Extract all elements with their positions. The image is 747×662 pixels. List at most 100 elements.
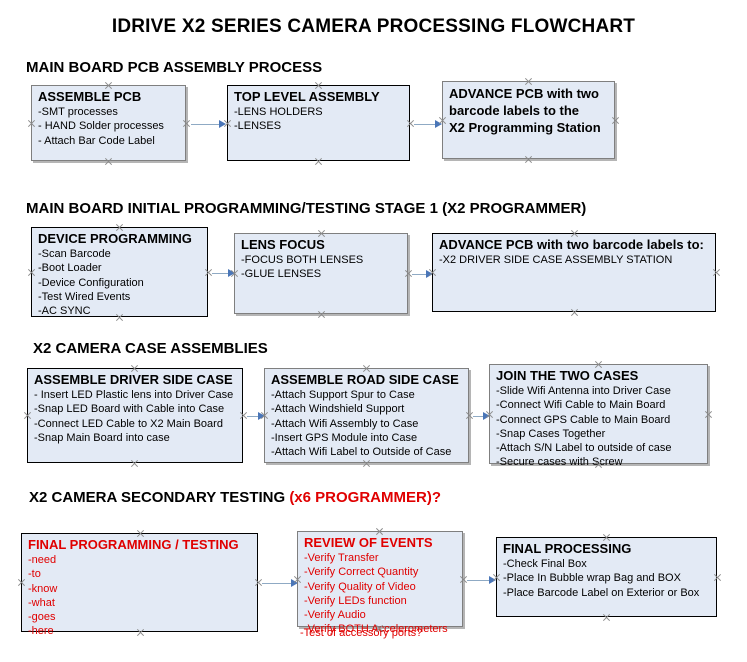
node-line: -Verify Audio [304,609,366,622]
node-line: -Connect GPS Cable to Main Board [496,413,671,426]
connection-handle-top[interactable] [314,81,323,90]
connection-handle-top[interactable] [602,533,611,542]
connection-handle-left[interactable] [27,268,36,277]
node-line: -to [28,568,41,581]
connection-handle-bottom[interactable] [136,628,145,637]
connection-handle-top[interactable] [362,364,371,373]
node-line: -Device Configuration [38,276,144,289]
connection-handle-bottom[interactable] [314,157,323,166]
node-line: -Snap Cases Together [496,427,606,440]
node-lens-focus[interactable]: LENS FOCUS -FOCUS BOTH LENSES -GLUE LENS… [234,233,408,314]
connection-handle-bottom[interactable] [362,459,371,468]
node-line: -Snap LED Board with Cable into Case [34,403,225,416]
connection-handle-left[interactable] [293,575,302,584]
connection-handle-top[interactable] [594,360,603,369]
node-title: DEVICE PROGRAMMING [38,231,192,246]
node-line: -Boot Loader [38,262,102,275]
connection-handle-right[interactable] [704,410,713,419]
node-join-the-two-cases[interactable]: JOIN THE TWO CASES -Slide Wifi Antenna i… [489,364,708,468]
node-title-line3: X2 Programming Station [449,119,601,135]
connection-handle-top[interactable] [317,229,326,238]
connection-handle-bottom[interactable] [594,460,603,469]
connection-handle-bottom[interactable] [104,157,113,166]
connector-line [247,416,262,417]
node-title: ASSEMBLE ROAD SIDE CASE [271,372,459,387]
connection-handle-bottom[interactable] [524,155,533,164]
section-heading-main-board-initial-programming: MAIN BOARD INITIAL PROGRAMMING/TESTING S… [26,200,586,217]
node-review-of-events[interactable]: REVIEW OF EVENTS -Verify Transfer -Verif… [297,531,463,635]
section-heading-text: MAIN BOARD PCB ASSEMBLY PROCESS [26,59,323,76]
connection-handle-left[interactable] [27,119,36,128]
node-title: LENS FOCUS [241,237,325,252]
section-heading-text: X2 CAMERA CASE ASSEMBLIES [33,340,268,357]
node-line: -goes [28,611,56,624]
connection-handle-top[interactable] [104,81,113,90]
node-title: ASSEMBLE PCB [38,89,142,104]
node-assemble-road-side-case[interactable]: ASSEMBLE ROAD SIDE CASE -Attach Support … [264,368,469,463]
node-title: ASSEMBLE DRIVER SIDE CASE [34,372,233,387]
connector-line [473,416,487,417]
connection-handle-left[interactable] [485,410,494,419]
node-line: -know [28,582,58,595]
connection-handle-bottom[interactable] [115,313,124,322]
node-title: JOIN THE TWO CASES [496,368,639,383]
section-heading-x2-camera-secondary-testing: X2 CAMERA SECONDARY TESTING (x6 PROGRAMM… [29,489,441,506]
node-advance-pcb-driver-side-case[interactable]: ADVANCE PCB with two barcode labels to: … [432,233,716,312]
connection-handle-right[interactable] [712,268,721,277]
node-final-processing[interactable]: FINAL PROCESSING -Check Final Box -Place… [496,537,717,617]
connection-handle-right[interactable] [713,573,722,582]
section-heading-x2-camera-case-assemblies: X2 CAMERA CASE ASSEMBLIES [33,340,268,357]
connection-handle-top[interactable] [136,529,145,538]
connection-handle-left[interactable] [428,268,437,277]
connection-handle-top[interactable] [570,229,579,238]
node-final-programming-testing[interactable]: FINAL PROGRAMMING / TESTING -need -to -k… [21,533,258,637]
connection-handle-top[interactable] [375,527,384,536]
node-assemble-pcb[interactable]: ASSEMBLE PCB -SMT processes - HAND Solde… [31,85,186,161]
connection-handle-top[interactable] [130,364,139,373]
node-line: -FOCUS BOTH LENSES [241,253,364,266]
connection-handle-bottom[interactable] [570,308,579,317]
connection-handle-bottom[interactable] [317,310,326,319]
connector-line [467,580,493,581]
node-line: -Place In Bubble wrap Bag and BOX [503,572,681,585]
node-line: -Attach Wifi Assembly to Case [271,417,419,430]
connection-handle-left[interactable] [223,119,232,128]
node-title-line2: barcode labels to the [449,102,580,118]
node-title: ADVANCE PCB with two barcode labels to: [439,237,704,252]
node-title: TOP LEVEL ASSEMBLY [234,89,380,104]
connection-handle-top[interactable] [115,223,124,232]
section-heading-text: X2 CAMERA SECONDARY TESTING [29,489,290,506]
connection-handle-right[interactable] [182,119,191,128]
connection-handle-left[interactable] [438,116,447,125]
node-line: -Connect LED Cable to X2 Main Board [34,417,223,430]
connection-handle-top[interactable] [524,77,533,86]
node-line: -LENS HOLDERS [234,105,323,118]
node-advance-pcb-programming-station[interactable]: ADVANCE PCB with two barcode labels to t… [442,81,615,159]
connection-handle-left[interactable] [17,578,26,587]
connection-handle-right[interactable] [611,116,620,125]
node-line: -Attach Wifi Label to Outside of Case [271,446,452,459]
node-line: -AC SYNC [38,305,91,318]
node-line: -need [28,553,57,566]
connection-handle-left[interactable] [230,269,239,278]
connection-handle-left[interactable] [260,411,269,420]
node-line: -Verify Transfer [304,551,379,564]
node-title: FINAL PROCESSING [503,541,632,556]
page-title: IDRIVE X2 SERIES CAMERA PROCESSING FLOWC… [111,16,636,37]
connection-handle-left[interactable] [492,573,501,582]
node-line: -Verify LEDs function [304,594,407,607]
node-line: -Slide Wifi Antenna into Driver Case [496,384,671,397]
section-heading-text: MAIN BOARD INITIAL PROGRAMMING/TESTING S… [26,200,587,217]
node-device-programming[interactable]: DEVICE PROGRAMMING -Scan Barcode -Boot L… [31,227,208,317]
connector-line [414,124,439,125]
connection-handle-bottom[interactable] [602,613,611,622]
connector-line [191,124,223,125]
connection-handle-bottom[interactable] [375,624,384,633]
connection-handle-bottom[interactable] [130,459,139,468]
connection-handle-left[interactable] [23,411,32,420]
node-top-level-assembly[interactable]: TOP LEVEL ASSEMBLY -LENS HOLDERS -LENSES [227,85,410,161]
connector-line [262,583,295,584]
node-assemble-driver-side-case[interactable]: ASSEMBLE DRIVER SIDE CASE - Insert LED P… [27,368,243,463]
node-line: -Attach Support Spur to Case [271,388,415,401]
